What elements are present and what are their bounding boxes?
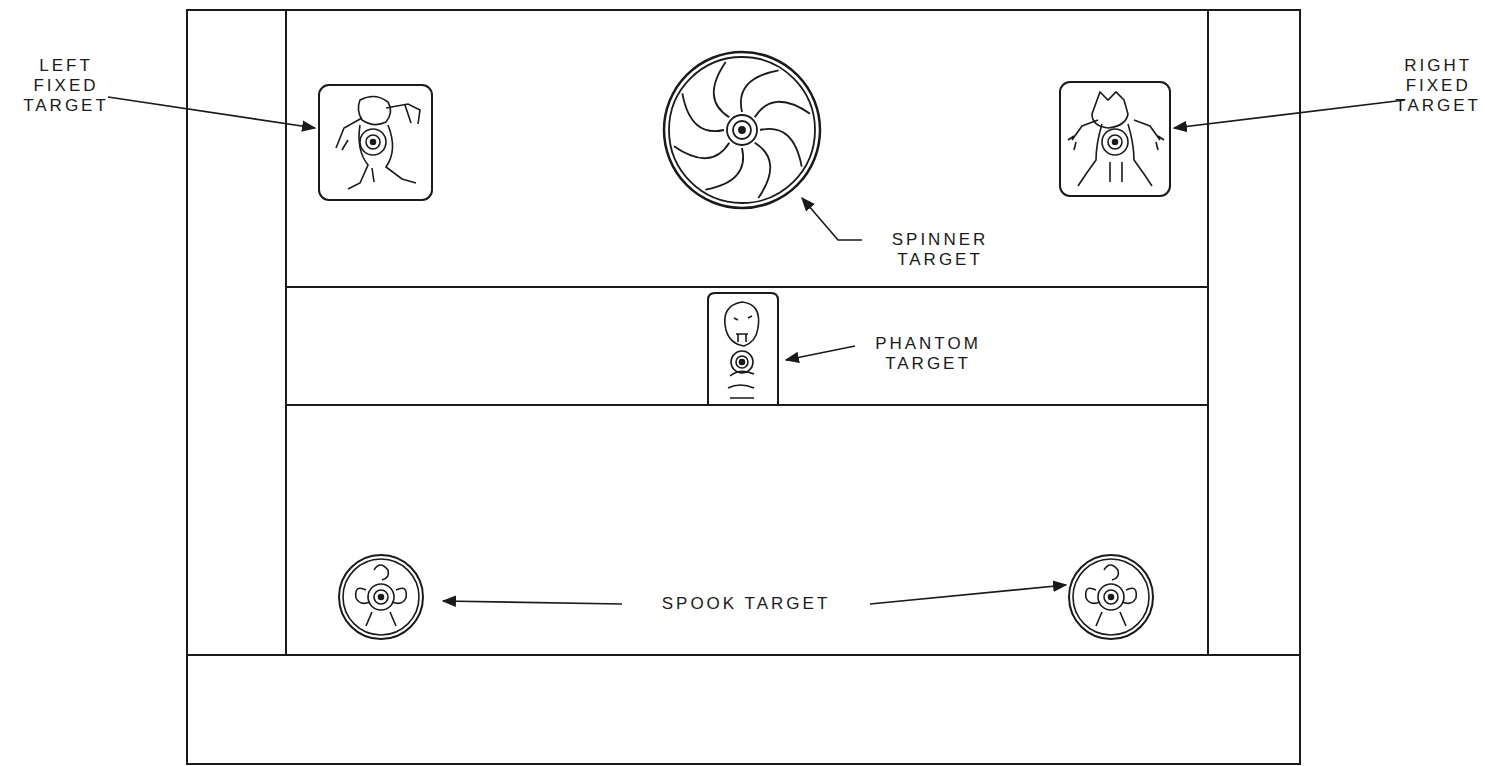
leader-arrow: [1174, 100, 1405, 128]
band-line: [286, 286, 1208, 288]
spinner-blade: [714, 62, 730, 117]
leader-arrow: [802, 198, 862, 240]
band-line: [187, 654, 1300, 656]
spook-target: [1069, 555, 1153, 639]
side-rail: [285, 10, 287, 655]
cabinet-outline: [187, 10, 1300, 764]
spook-label: SPOOK TARGET: [662, 594, 831, 614]
band-line: [286, 404, 1208, 406]
spinner-blade: [760, 129, 802, 167]
right-fixed-label: RIGHT FIXED TARGET: [1395, 56, 1481, 116]
spinner-blade: [755, 143, 771, 198]
spinner-target: [664, 52, 820, 208]
side-rail: [1207, 10, 1209, 655]
spinner-blade: [682, 93, 724, 131]
right-fixed-target: [1060, 82, 1170, 196]
phantom-target: [708, 293, 778, 404]
leader-arrow: [786, 346, 855, 360]
leader-arrow: [108, 97, 315, 128]
phantom-label: PHANTOM TARGET: [875, 334, 981, 374]
spinner-blade: [755, 102, 810, 118]
left-fixed-label: LEFT FIXED TARGET: [23, 56, 109, 116]
spinner-blade: [674, 143, 729, 159]
leader-arrow: [870, 585, 1066, 604]
leader-arrow: [443, 601, 622, 604]
spinner-blade: [705, 148, 743, 190]
spinner-blade: [741, 70, 779, 112]
left-fixed-target: [319, 85, 432, 200]
spook-target: [339, 555, 423, 639]
spinner-label: SPINNER TARGET: [892, 230, 989, 270]
